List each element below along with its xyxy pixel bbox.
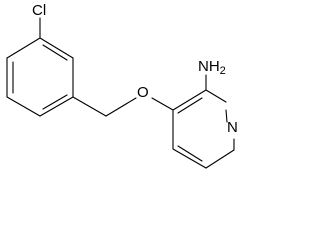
chlorophenyl-ring xyxy=(6,37,74,117)
bond-o-pyridine xyxy=(151,97,174,111)
bond-ring2-double-1 xyxy=(177,97,203,114)
bond-ring1-double-1 xyxy=(42,44,68,61)
bond-ring2-double-3 xyxy=(225,109,228,123)
bond-ring1-a xyxy=(39,37,74,59)
bond-ch2-o xyxy=(105,97,137,117)
chemical-structure-diagram: Cl O N NH2 xyxy=(6,2,238,169)
bond-ring1-c xyxy=(39,96,74,117)
amino-group-label: NH2 xyxy=(198,58,226,77)
chlorine-atom-label: Cl xyxy=(32,2,46,19)
bond-ring2-d xyxy=(205,149,235,169)
amino-group-subscript: 2 xyxy=(220,65,226,77)
bond-ring1-f xyxy=(6,37,41,59)
bond-ring1-double-2 xyxy=(42,94,68,110)
bond-ring2-double-2 xyxy=(177,145,203,162)
bond-ring1-d xyxy=(6,96,41,117)
bond-ring2-e xyxy=(172,148,207,169)
amino-group-main-text: NH xyxy=(198,58,220,75)
bond-ring2-b xyxy=(205,89,227,103)
oxygen-atom-label: O xyxy=(137,84,149,101)
nitrogen-atom-label: N xyxy=(227,119,238,136)
bond-ring2-a xyxy=(172,89,207,111)
bond-ring-ch2 xyxy=(72,96,107,117)
pyridine-ring xyxy=(172,89,235,169)
